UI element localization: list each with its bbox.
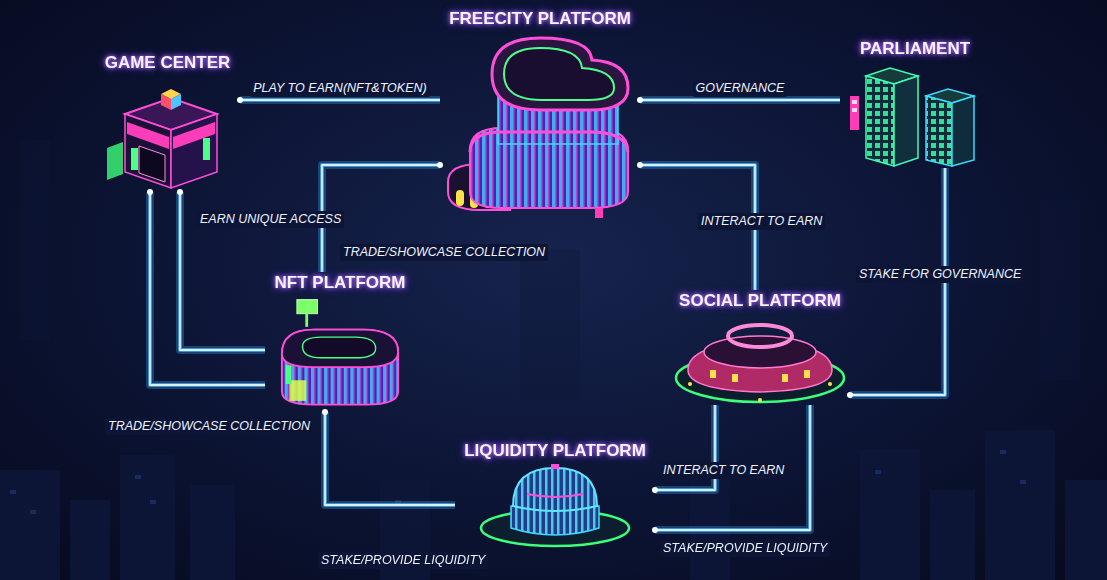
building-illustration <box>840 62 990 168</box>
connector-line <box>652 405 810 533</box>
building-illustration <box>455 464 655 548</box>
glow-dot <box>637 97 643 103</box>
connector-glow <box>240 96 440 104</box>
node-title: LIQUIDITY PLATFORM <box>464 440 646 462</box>
glow-dot <box>177 189 183 195</box>
glow-dot <box>147 189 153 195</box>
freecity-platform-node: FREECITY PLATFORM <box>440 8 640 218</box>
glow-dot <box>437 162 443 168</box>
node-title: PARLIAMENT <box>860 38 970 60</box>
glow-dot <box>652 487 658 493</box>
connector-core <box>240 99 440 101</box>
building-illustration <box>265 296 415 412</box>
edge-label: INTERACT TO EARN <box>698 213 825 230</box>
parliament-node: PARLIAMENT <box>840 38 990 168</box>
node-title: SOCIAL PLATFORM <box>679 290 841 312</box>
connector-core <box>325 412 455 505</box>
building-illustration <box>440 32 640 218</box>
node-title: NFT PLATFORM <box>275 272 406 294</box>
edge-label: TRADE/SHOWCASE COLLECTION <box>105 418 313 435</box>
glow-dot <box>237 97 243 103</box>
connector-glow <box>325 412 455 505</box>
connector-line <box>637 97 840 103</box>
connector-core <box>640 99 840 101</box>
liquidity-platform-node: LIQUIDITY PLATFORM <box>455 440 655 548</box>
node-title: FREECITY PLATFORM <box>449 8 631 30</box>
glow-dot <box>322 409 328 415</box>
edge-label: STAKE FOR GOVERNANCE <box>856 266 1024 283</box>
glow-dot <box>637 162 643 168</box>
social-platform-node: SOCIAL PLATFORM <box>670 290 850 405</box>
glow-dot <box>847 392 853 398</box>
edge-label: EARN UNIQUE ACCESS <box>197 211 344 228</box>
game-center-node: GAME CENTER <box>95 52 240 192</box>
connector-glow <box>640 96 840 104</box>
edge-label: INTERACT TO EARN <box>660 462 787 479</box>
building-illustration <box>670 314 850 405</box>
connector-line <box>652 405 715 493</box>
connector-line <box>237 97 440 103</box>
edge-label: TRADE/SHOWCASE COLLECTION <box>340 244 548 261</box>
connector-halo <box>640 98 840 102</box>
connector-halo <box>240 98 440 102</box>
glow-dot <box>652 527 658 533</box>
connector-halo <box>655 405 810 530</box>
building-illustration <box>95 76 240 192</box>
edge-label: STAKE/PROVIDE LIQUIDITY <box>660 540 830 557</box>
edge-label: PLAY TO EARN(NFT&TOKEN) <box>250 80 429 97</box>
connector-halo <box>325 412 455 505</box>
nft-platform-node: NFT PLATFORM <box>265 272 415 412</box>
node-title: GAME CENTER <box>105 52 231 74</box>
connector-line <box>847 168 945 398</box>
edge-label: GOVERNANCE <box>693 80 788 97</box>
connector-glow <box>655 405 810 530</box>
connector-line <box>322 409 455 505</box>
edge-label: STAKE/PROVIDE LIQUIDITY <box>318 552 488 569</box>
connector-core <box>655 405 810 530</box>
